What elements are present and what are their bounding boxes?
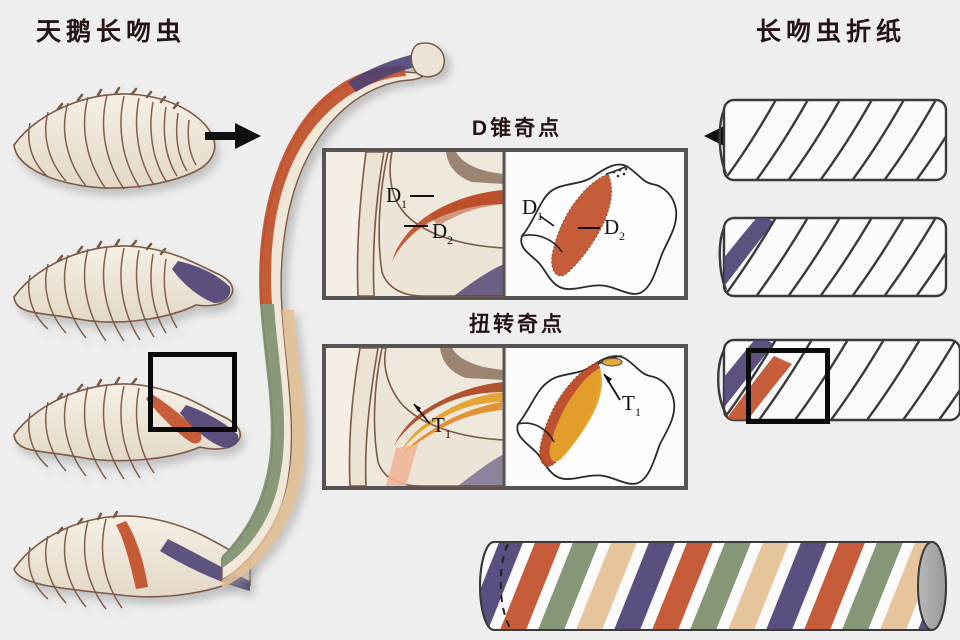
origami-tube-column [717,98,960,422]
svg-text:2: 2 [619,229,625,243]
dcone-panel-frame: D 1 D 2 D 1 [322,148,688,300]
svg-text:1: 1 [401,197,407,211]
left-column-title: 天鹅长吻虫 [36,18,187,46]
origami-tube-1 [718,98,948,182]
svg-text:2: 2 [447,233,453,247]
dcone-panel-graphic: D 1 D 2 D 1 [326,152,684,296]
proboscis-curve [221,42,445,588]
twist-panel-title: 扭转奇点 [469,313,565,336]
striped-cylinder [479,541,947,631]
dcone-label-d1-text: D [386,183,401,207]
worm-specimen-1 [13,86,216,190]
svg-text:D: D [522,195,537,219]
right-column-title: 长吻虫折纸 [756,18,907,46]
svg-text:1: 1 [635,405,641,419]
tube-highlight-box [746,348,830,424]
origami-tube-2 [718,216,948,298]
worm-highlight-box [148,352,237,432]
left-arrow-icon [205,123,261,149]
svg-text:T: T [432,413,445,437]
svg-text:T: T [622,391,635,415]
twist-panel-frame: T 1 T 1 [322,344,688,490]
worm-specimen-4 [13,510,251,610]
worm-specimen-2 [13,238,234,342]
twist-panel-graphic: T 1 T 1 [326,347,684,487]
origami-tube-3 [717,338,960,422]
svg-text:1: 1 [445,427,451,441]
svg-text:D: D [604,215,619,239]
dcone-label-d2-text: D [432,219,447,243]
dcone-panel-title: D锥奇点 [471,117,563,140]
